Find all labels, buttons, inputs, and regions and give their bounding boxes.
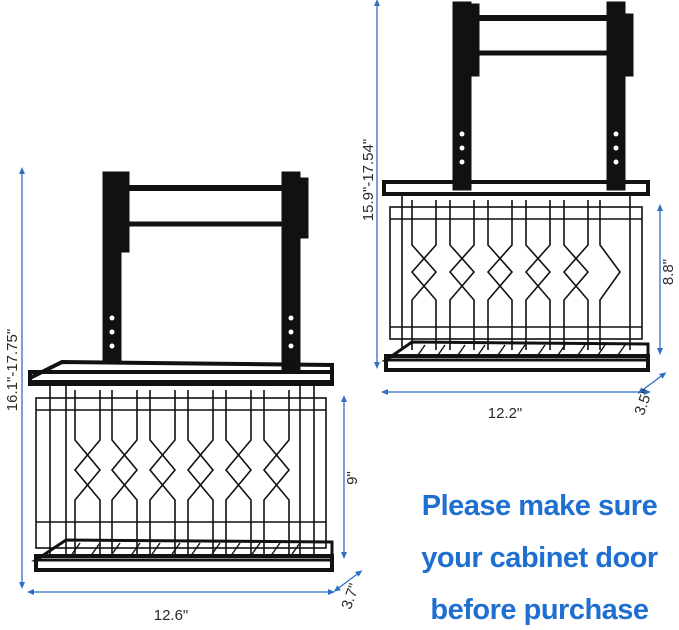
notice-line-2: your cabinet door bbox=[421, 542, 658, 574]
right-hook-right bbox=[624, 13, 634, 77]
left-hook-left bbox=[120, 171, 130, 253]
right-basket-tray bbox=[381, 340, 650, 362]
left-basket-top-frame bbox=[28, 370, 334, 386]
right-basket-wires bbox=[389, 194, 643, 350]
left-basket-height-label: 9" bbox=[344, 471, 361, 485]
left-basket-bottom-frame bbox=[34, 554, 334, 572]
left-hook-right bbox=[299, 177, 309, 239]
left-basket-wires bbox=[35, 384, 327, 555]
right-height-label: 15.9"-17.54" bbox=[360, 139, 377, 221]
notice-line-1: Please make sure bbox=[421, 490, 658, 522]
right-rack bbox=[381, 1, 650, 372]
left-height-label: 16.1"-17.75" bbox=[4, 329, 21, 411]
left-basket-tray bbox=[31, 538, 334, 562]
left-hanger-post-right bbox=[281, 171, 301, 373]
right-hanger-post-left bbox=[452, 1, 472, 191]
right-hanger-post-right bbox=[606, 1, 626, 191]
left-width-label: 12.6" bbox=[154, 607, 189, 624]
left-depth-dimension-line bbox=[333, 570, 363, 592]
notice-line-3: before purchase bbox=[430, 594, 649, 626]
right-depth-dimension-line bbox=[637, 372, 667, 394]
right-width-label: 12.2" bbox=[488, 405, 523, 422]
right-hook-left bbox=[470, 3, 480, 77]
right-basket-top-frame bbox=[382, 180, 650, 196]
left-rack bbox=[28, 171, 334, 572]
right-basket-bottom-frame bbox=[384, 354, 650, 372]
right-basket-height-label: 8.8" bbox=[660, 259, 677, 285]
